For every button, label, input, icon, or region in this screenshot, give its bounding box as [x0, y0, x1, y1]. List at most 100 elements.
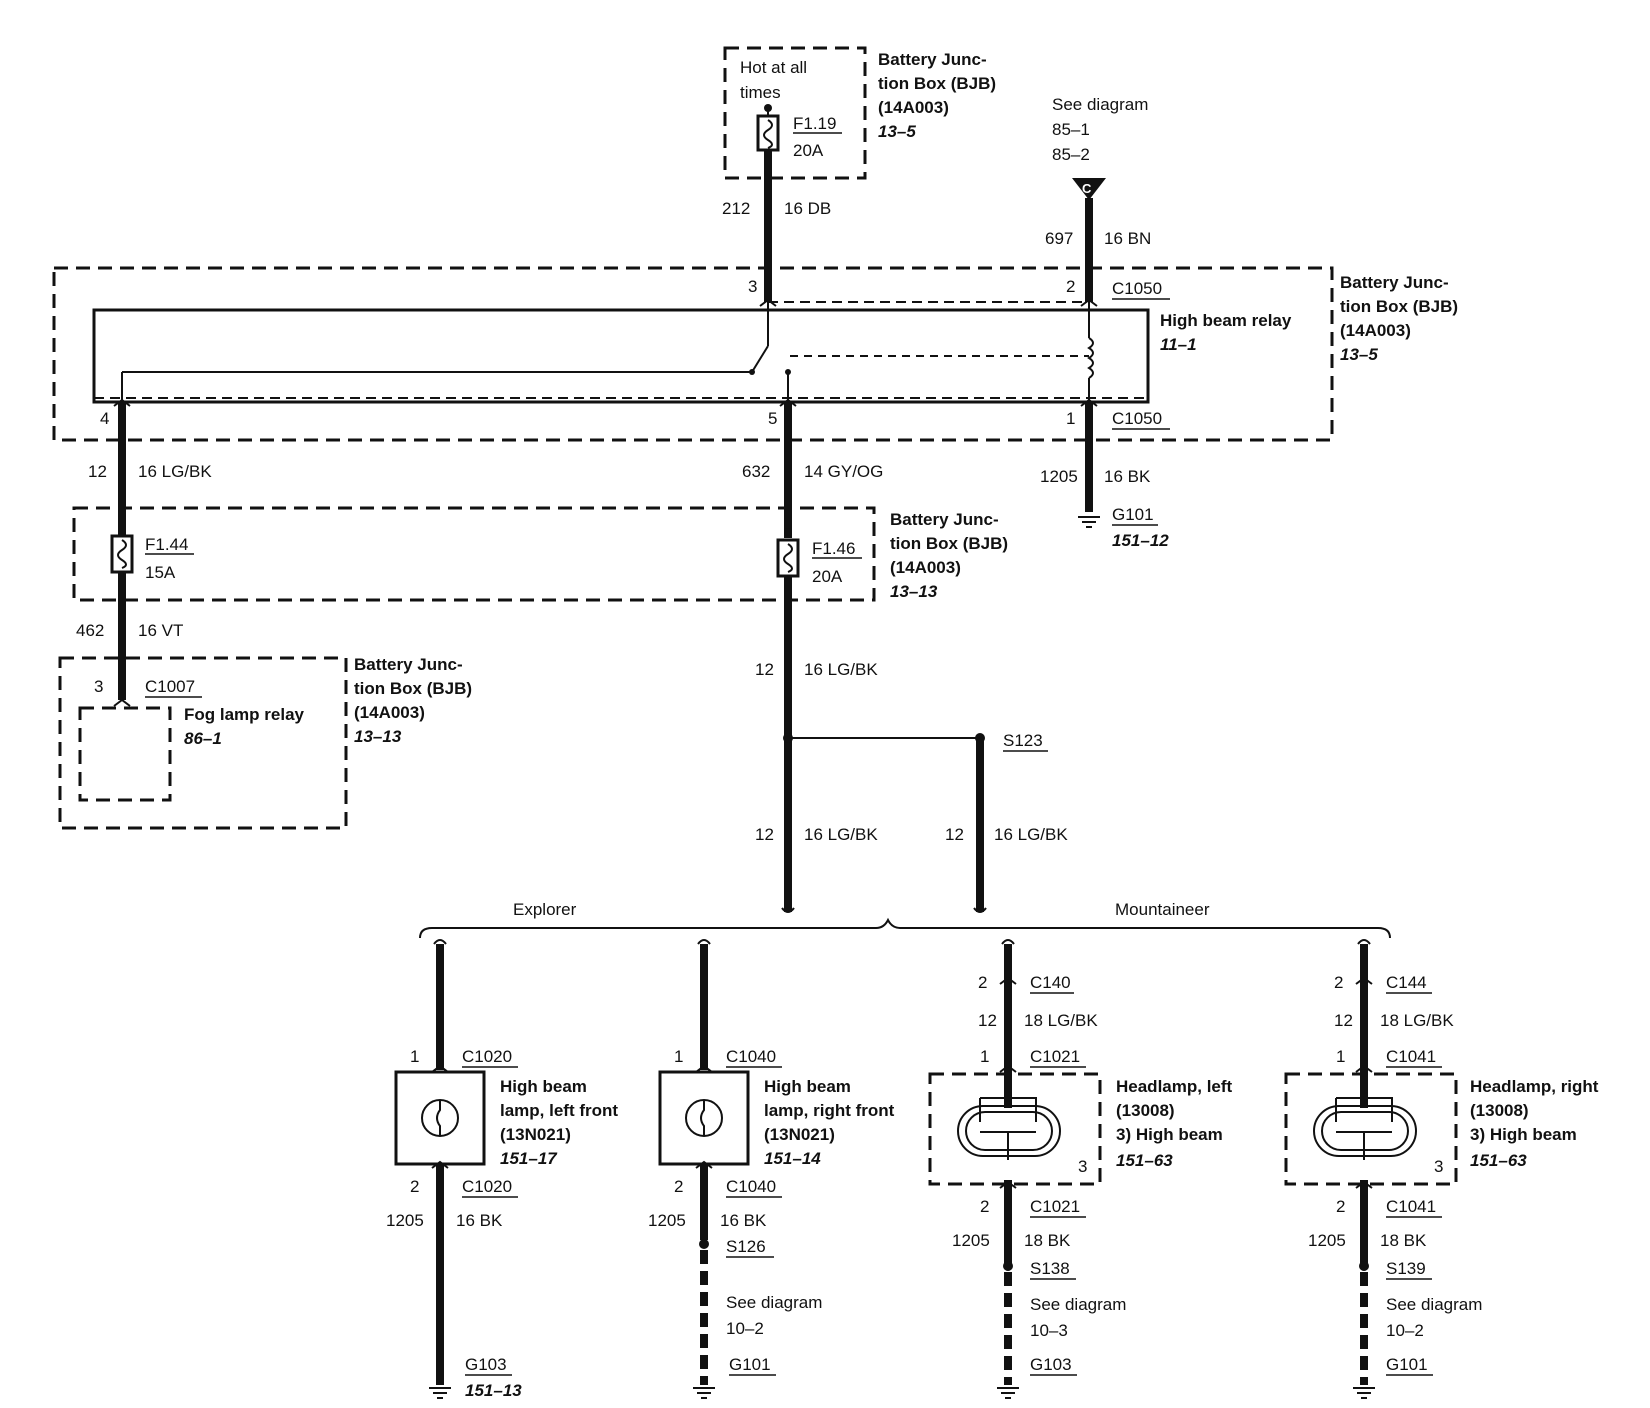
fuse-f1-19-amps: 20A: [793, 141, 824, 160]
circuit-12-mid-low: 12: [755, 825, 774, 844]
lamp4-pin-pre: 2: [1334, 973, 1343, 992]
lamp2-wire: 16 BK: [720, 1211, 767, 1230]
lamp2-name-2: lamp, right front: [764, 1101, 895, 1120]
lamp3-pin-top: 1: [980, 1047, 989, 1066]
bjb-mid-line2: tion Box (BJB): [890, 534, 1008, 553]
bjb-fog-box: [58, 656, 348, 830]
lamp3-see-1: See diagram: [1030, 1295, 1126, 1314]
relay-pin-1: 1: [1066, 409, 1075, 428]
lamp1-ref: 151–17: [500, 1149, 558, 1168]
bjb-top-line3: (14A003): [878, 98, 949, 117]
lamp4-body: [1284, 1072, 1458, 1186]
circuit-212: 212: [722, 199, 750, 218]
lamp3-name-1: Headlamp, left: [1116, 1077, 1233, 1096]
lamp4-conn-top: C1041: [1386, 1047, 1436, 1066]
lamp1-body: [394, 1070, 486, 1166]
wire-16bk-top: 16 BK: [1104, 467, 1151, 486]
lamp4-pin-top: 1: [1336, 1047, 1345, 1066]
lamp1-ground: G103: [465, 1355, 507, 1374]
lamp4-see-1: See diagram: [1386, 1295, 1482, 1314]
fog-relay-ref: 86–1: [184, 729, 222, 748]
lamp3-wire-pre: 18 LG/BK: [1024, 1011, 1098, 1030]
see-diagram-top: See diagram 85–1 85–2 C: [1052, 95, 1148, 200]
circuit-462: 462: [76, 621, 104, 640]
lamp4-see-2: 10–2: [1386, 1321, 1424, 1340]
lamp3-wire: 18 BK: [1024, 1231, 1071, 1250]
bjb-relay-outer-box: [52, 266, 1334, 442]
lamp2-see-2: 10–2: [726, 1319, 764, 1338]
fog-lamp-relay-block: 3 C1007 Fog lamp relay 86–1 Battery Junc…: [58, 655, 472, 830]
lamp2-circuit: 1205: [648, 1211, 686, 1230]
fuse-f1-44-label: F1.44: [145, 535, 188, 554]
bjb-fog-line1: Battery Junc-: [354, 655, 463, 674]
lamp1-pin-top: 1: [410, 1047, 419, 1066]
bjb-relay-ref: 13–5: [1340, 345, 1378, 364]
high-beam-relay-body: [92, 308, 1150, 404]
lamp1-name-1: High beam: [500, 1077, 587, 1096]
bjb-fog-line3: (14A003): [354, 703, 425, 722]
wire-16bn: 16 BN: [1104, 229, 1151, 248]
lamp3-ref: 151–63: [1116, 1151, 1173, 1170]
lamp1-conn-bot: C1020: [462, 1177, 512, 1196]
circuit-632: 632: [742, 462, 770, 481]
fuse-f1-46-amps: 20A: [812, 567, 843, 586]
bjb-mid-line1: Battery Junc-: [890, 510, 999, 529]
lamp2-ref: 151–14: [764, 1149, 821, 1168]
wire-16lgbk-mid-low: 16 LG/BK: [804, 825, 878, 844]
lamp2-ground: G101: [729, 1355, 771, 1374]
lamp3-conn-bot: C1021: [1030, 1197, 1080, 1216]
ground-g101-top: G101: [1112, 505, 1154, 524]
fuse-f1-19-label: F1.19: [793, 114, 836, 133]
lamp3-circuit-pre: 12: [978, 1011, 997, 1030]
relay-conn-top: C1050: [1112, 279, 1162, 298]
lamp3-conn-pre: C140: [1030, 973, 1071, 992]
lamp3-circuit: 1205: [952, 1231, 990, 1250]
wire-16db: 16 DB: [784, 199, 831, 218]
ground-g101-top-ref: 151–12: [1112, 531, 1169, 550]
lamp2-pin-top: 1: [674, 1047, 683, 1066]
lamp2-see-1: See diagram: [726, 1293, 822, 1312]
lamp2-splice: S126: [726, 1237, 766, 1256]
bjb-fog-ref: 13–13: [354, 727, 402, 746]
lamp3-name-2: (13008): [1116, 1101, 1175, 1120]
see-top-3: 85–2: [1052, 145, 1090, 164]
lamp2-conn-bot: C1040: [726, 1177, 776, 1196]
lamp4-wire: 18 BK: [1380, 1231, 1427, 1250]
fog-relay-body: [78, 706, 172, 802]
bjb-top-ref: 13–5: [878, 122, 916, 141]
headlamp-right: 2 C144 12 18 LG/BK 1 C1041 3 Headlamp, r…: [1284, 939, 1599, 1399]
fog-conn-c1007: C1007: [145, 677, 195, 696]
bjb-fog-line2: tion Box (BJB): [354, 679, 472, 698]
circuit-12-right-low: 12: [945, 825, 964, 844]
circuit-12-mid: 12: [755, 660, 774, 679]
bjb-relay-line2: tion Box (BJB): [1340, 297, 1458, 316]
relay-pin-5: 5: [768, 409, 777, 428]
lamp4-conn-bot: C1041: [1386, 1197, 1436, 1216]
lamp4-splice: S139: [1386, 1259, 1426, 1278]
lamp1-circuit: 1205: [386, 1211, 424, 1230]
lamp2-name-1: High beam: [764, 1077, 851, 1096]
lamp-high-beam-right-front: 1 C1040 High beam lamp, right front (13N…: [648, 939, 895, 1399]
lamp1-wire: 16 BK: [456, 1211, 503, 1230]
lamp3-inner-pin: 3: [1078, 1157, 1087, 1176]
top-fuse-box: [723, 46, 867, 180]
lamp-high-beam-left-front: 1 C1020 High beam lamp, left front (13N0…: [386, 939, 618, 1400]
lamp3-pin-pre: 2: [978, 973, 987, 992]
hot-label-2: times: [740, 83, 781, 102]
headlamp-left: 2 C140 12 18 LG/BK 1 C1021 3 Headlamp, l…: [928, 939, 1233, 1399]
bjb-relay-line1: Battery Junc-: [1340, 273, 1449, 292]
bracket-explorer: Explorer: [513, 900, 577, 919]
lamp2-conn-top: C1040: [726, 1047, 776, 1066]
lamp3-splice: S138: [1030, 1259, 1070, 1278]
high-beam-relay-label: High beam relay: [1160, 311, 1292, 330]
bjb-mid-ref: 13–13: [890, 582, 938, 601]
fuse-f1-46-symbol: [776, 538, 800, 578]
hot-label-1: Hot at all: [740, 58, 807, 77]
model-brackets: Explorer Mountaineer: [419, 900, 1391, 939]
lamp2-name-3: (13N021): [764, 1125, 835, 1144]
circuit-12-left: 12: [88, 462, 107, 481]
see-top-2: 85–1: [1052, 120, 1090, 139]
ground-icon: [1078, 516, 1100, 528]
fog-pin-3: 3: [94, 677, 103, 696]
lamp3-see-2: 10–3: [1030, 1321, 1068, 1340]
